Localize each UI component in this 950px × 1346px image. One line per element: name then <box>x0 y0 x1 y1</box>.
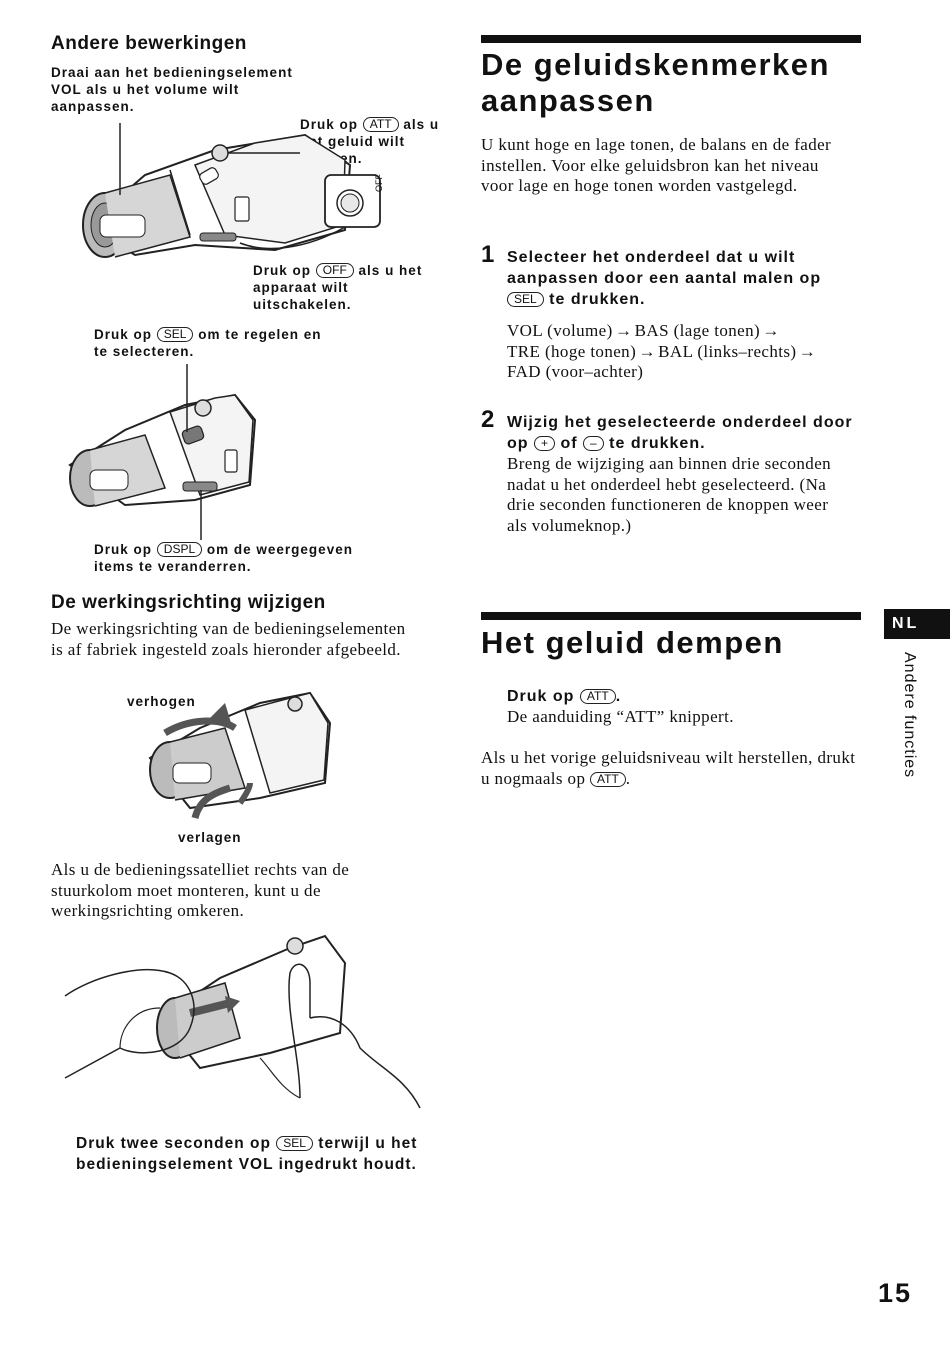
rotation-illustration <box>148 691 332 820</box>
section-heading-other-operations: Andere bewerkingen <box>51 33 247 54</box>
hold-caption: Druk twee seconden op SEL terwijl u het … <box>76 1135 418 1173</box>
label-down: verlagen <box>178 830 242 845</box>
mute-result: De aanduiding “ATT” knippert. <box>507 707 734 726</box>
off-knob-label: OFF <box>374 174 384 192</box>
section-heading-mute: Het geluid dempen <box>481 625 784 660</box>
language-tab: NL <box>884 609 950 639</box>
section-rule-1 <box>481 35 861 43</box>
side-tab-label: Andere functies <box>901 652 918 779</box>
att-button-label-restore: ATT <box>590 771 626 787</box>
off-caption: Druk op OFF als u het apparaat wilt uits… <box>253 263 423 312</box>
sel-button-label: SEL <box>156 327 194 342</box>
dspl-caption: Druk op DSPL om de weergegeven items te … <box>94 542 353 574</box>
sel-button-label-hold: SEL <box>276 1136 313 1151</box>
arrow-right-icon: → <box>614 321 633 340</box>
step1-number: 1 <box>481 241 495 268</box>
sel-caption: Druk op SEL om te regelen en te selecter… <box>94 327 322 359</box>
sel-button-label-step1: SEL <box>507 292 544 307</box>
minus-button-label: – <box>583 436 604 451</box>
arrow-right-icon: → <box>798 341 817 361</box>
section-rule-2 <box>481 612 861 620</box>
step2-instruction: Wijzig het geselecteerde onderdeel door … <box>507 414 853 452</box>
section-heading-direction: De werkingsrichting wijzigen <box>51 592 326 613</box>
hands-illustration <box>64 934 421 1109</box>
dspl-button-label: DSPL <box>156 542 203 557</box>
mount-note: Als u de bedieningssatelliet rechts van … <box>51 860 350 920</box>
arrow-right-icon: → <box>638 341 656 361</box>
att-button-label: ATT <box>362 117 399 132</box>
remote-illustration-top <box>82 123 381 258</box>
page-number: 15 <box>878 1278 913 1308</box>
label-up: verhogen <box>127 694 196 709</box>
step1-sequence: VOL (volume)→BAS (lage tonen)→ TRE (hoge… <box>507 321 867 383</box>
off-button-label: OFF <box>315 263 354 278</box>
step1-instruction: Selecteer het onderdeel dat u wilt aanpa… <box>507 249 822 308</box>
step2-number: 2 <box>481 406 495 433</box>
section-heading-sound: De geluidskenmerken aanpassen <box>481 47 830 118</box>
mute-instruction: Druk op ATT. <box>507 688 622 705</box>
step2-detail: Breng de wijziging aan binnen drie secon… <box>507 454 832 535</box>
arrow-right-icon: → <box>762 321 780 340</box>
plus-button-label: + <box>534 436 556 451</box>
remote-illustration-sel-dspl <box>68 364 257 540</box>
direction-intro: De werkingsrichting van de bedieningsele… <box>51 619 406 659</box>
att-button-label-mute: ATT <box>579 689 616 704</box>
mute-restore: Als u het vorige geluidsniveau wilt hers… <box>481 748 856 788</box>
sound-intro: U kunt hoge en lage tonen, de balans en … <box>481 135 832 195</box>
vol-caption: Draai aan het bedieningselement VOL als … <box>51 65 293 114</box>
